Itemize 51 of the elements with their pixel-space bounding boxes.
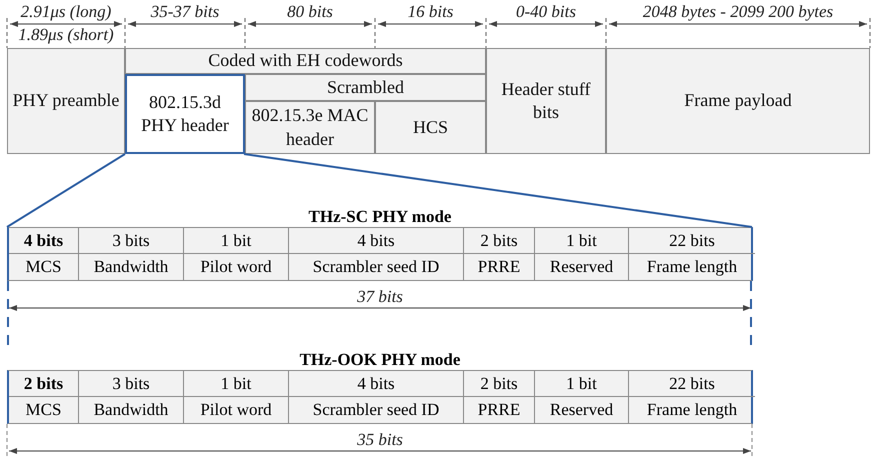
frame-field-label: Header stuff bits xyxy=(500,78,592,124)
dimension-label: 2.91μs (long) xyxy=(20,2,112,22)
bit-width-cell: 3 bits xyxy=(79,228,184,254)
bit-width-cell: 22 bits xyxy=(629,371,755,397)
frame-field-label: 802.15.3e MAC header xyxy=(250,104,370,150)
field-name-cell: PRRE xyxy=(464,397,535,423)
field-name-cell: Bandwidth xyxy=(79,254,184,280)
dashed-zoom-line xyxy=(750,281,752,346)
highlighted-field-label: 802.15.3d PHY header xyxy=(140,90,230,137)
bit-width-cell: 4 bits xyxy=(289,371,464,397)
bit-width-cell: 2 bits xyxy=(9,371,79,397)
zoom-line xyxy=(244,153,752,228)
field-name-cell: Reserved xyxy=(535,254,629,280)
field-name-cell-text: Frame length xyxy=(646,256,738,278)
frame-field-label: PHY preamble xyxy=(12,89,120,112)
frame-field-label: Frame payload xyxy=(684,89,792,112)
bit-width-cell: 1 bit xyxy=(184,228,289,254)
table-heading: THz-OOK PHY mode xyxy=(298,349,462,370)
field-name-cell: Reserved xyxy=(535,397,629,423)
table-heading: THz-SC PHY mode xyxy=(308,206,452,227)
bit-width-cell: 2 bits xyxy=(464,228,535,254)
dashed-zoom-line xyxy=(7,281,9,346)
dimension-label: 35 bits xyxy=(356,430,404,450)
dimension-label: 0-40 bits xyxy=(515,2,577,22)
dimension-label: 2048 bytes - 2099 200 bytes xyxy=(642,2,834,22)
dimension-label: 1.89μs (short) xyxy=(17,25,115,45)
frame-field-label: Coded with EH codewords xyxy=(208,49,403,72)
field-name-cell: Pilot word xyxy=(184,397,289,423)
bit-width-cell: 3 bits xyxy=(79,371,184,397)
frame-field-label: HCS xyxy=(412,116,448,139)
dimension-label: 16 bits xyxy=(406,2,454,22)
field-name-cell: Pilot word xyxy=(184,254,289,280)
bit-width-cell: 4 bits xyxy=(289,228,464,254)
field-name-cell: PRRE xyxy=(464,254,535,280)
bit-width-cell: 2 bits xyxy=(464,371,535,397)
dimension-label: 35-37 bits xyxy=(150,2,220,22)
dimension-label: 80 bits xyxy=(286,2,334,22)
field-name-cell: MCS xyxy=(9,397,79,423)
field-name-cell: MCS xyxy=(9,254,79,280)
dimension-label: 37 bits xyxy=(356,287,404,307)
field-name-cell: Bandwidth xyxy=(79,397,184,423)
bit-width-cell: 4 bits xyxy=(9,228,79,254)
field-name-cell-text: Frame length xyxy=(646,399,738,421)
bit-width-cell: 1 bit xyxy=(535,228,629,254)
frame-field-label: Scrambled xyxy=(327,76,404,99)
bit-width-cell: 22 bits xyxy=(629,228,755,254)
bit-width-cell: 1 bit xyxy=(184,371,289,397)
bit-width-cell: 1 bit xyxy=(535,371,629,397)
zoom-line xyxy=(6,153,126,228)
field-name-cell: Scrambler seed ID xyxy=(289,254,464,280)
field-name-cell: Scrambler seed ID xyxy=(289,397,464,423)
